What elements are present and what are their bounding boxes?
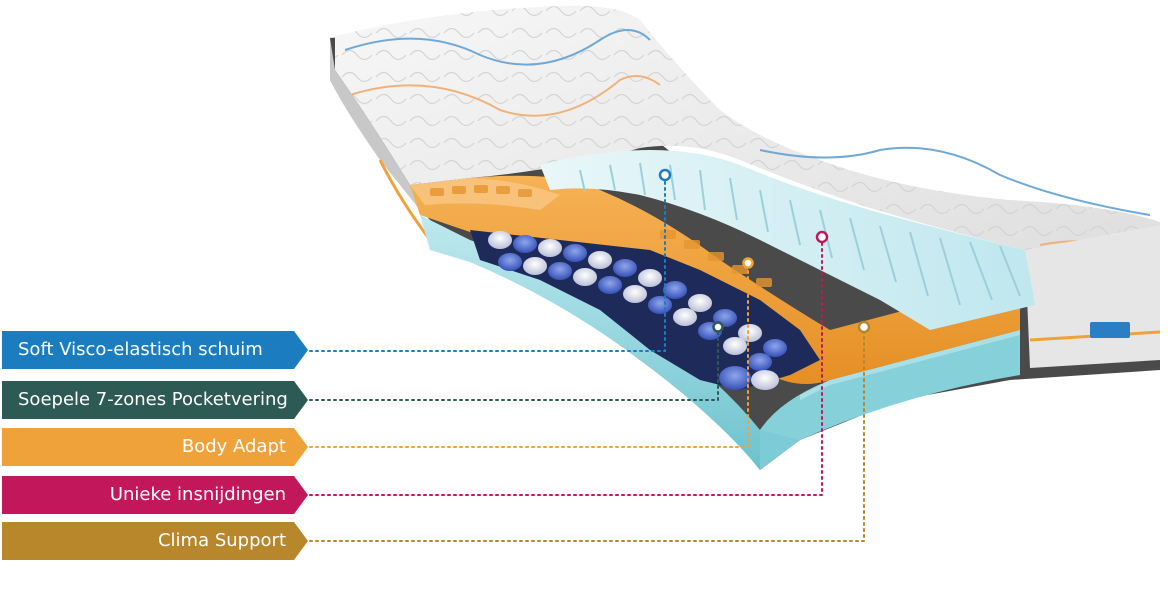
visco-foam-layer	[540, 150, 1035, 330]
mattress-illustration	[309, 5, 1161, 542]
label-pocketvering-text: Soepele 7-zones Pocketvering	[18, 389, 288, 410]
registered-mark: ®	[276, 564, 286, 575]
marker-dots	[658, 168, 871, 334]
visco-incisions	[579, 162, 1021, 306]
label-soft-visco-text: Soft Visco-elastisch schuim	[18, 339, 263, 360]
label-insnijdingen-text: Unieke insnijdingen	[109, 484, 286, 505]
marker-body-adapt	[742, 257, 754, 269]
label-body-adapt-text: Body Adapt	[181, 436, 286, 457]
label-clima-support-text: Clima Support	[157, 530, 286, 551]
marker-soft-visco	[658, 168, 672, 182]
marker-pocketvering	[712, 321, 724, 333]
marker-clima-support	[857, 320, 871, 334]
leader-line-clima-support	[309, 327, 865, 542]
label-soft-visco: Soft Visco-elastisch schuim	[2, 331, 308, 369]
leader-line-pocketvering	[309, 327, 719, 401]
leader-line-insnijdingen	[309, 237, 823, 496]
clima-support-layer	[420, 215, 760, 470]
pocket-spring-coils	[488, 231, 787, 390]
label-clima-support: Clima Support®	[2, 522, 308, 560]
label-body-adapt: Body Adapt®	[2, 428, 308, 466]
label-pocketvering: Soepele 7-zones Pocketvering	[2, 381, 308, 419]
clima-support-front	[760, 330, 1020, 440]
cover-side-strip	[1025, 225, 1160, 368]
marker-insnijdingen	[815, 230, 829, 244]
label-insnijdingen: Unieke insnijdingen	[2, 476, 308, 514]
brand-logo	[1090, 322, 1130, 338]
leader-line-body-adapt	[309, 263, 749, 448]
leader-line-soft-visco	[309, 175, 666, 352]
leader-lines	[309, 175, 865, 542]
